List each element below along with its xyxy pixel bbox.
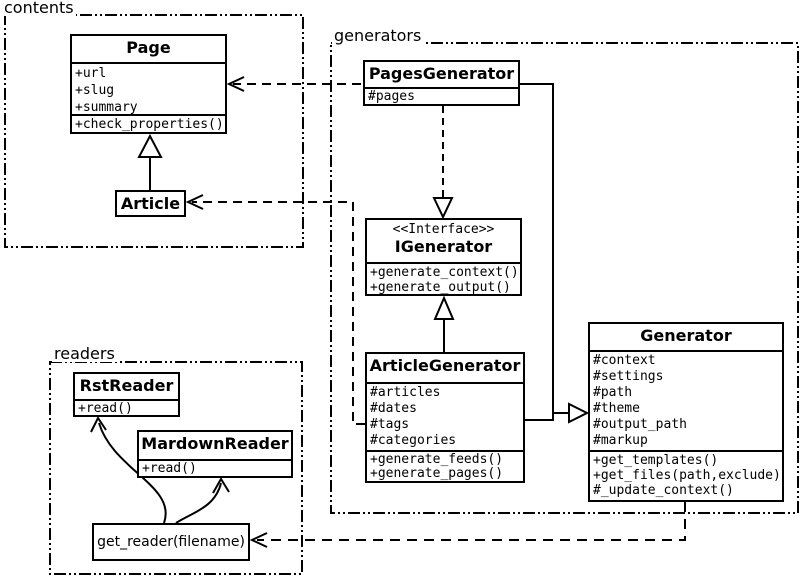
class-igenerator-methods: +generate_context() +generate_output() bbox=[367, 262, 520, 294]
articlegenerator-to-generator-line bbox=[525, 413, 554, 421]
method: +get_files(path,exclude) bbox=[593, 468, 781, 483]
attribute: #path bbox=[593, 385, 633, 400]
readers-package-border bbox=[49, 361, 303, 575]
method: #_update_context() bbox=[593, 483, 734, 498]
class-generator-methods: +get_templates() +get_files(path,exclude… bbox=[590, 450, 782, 500]
class-page-attributes: +url +slug +summary bbox=[72, 62, 225, 114]
method: +generate_pages() bbox=[370, 466, 504, 481]
class-articlegenerator-attributes: #articles #dates #tags #categories bbox=[367, 382, 523, 450]
generator-generalization-triangle-icon bbox=[568, 402, 590, 424]
attribute: #settings bbox=[593, 369, 664, 384]
class-page: Page +url +slug +summary +check_properti… bbox=[70, 34, 227, 134]
class-pagesgenerator: PagesGenerator #pages bbox=[363, 60, 520, 106]
class-page-title: Page bbox=[126, 38, 171, 57]
class-page-methods: +check_properties() bbox=[72, 114, 225, 132]
method: +read() bbox=[78, 401, 133, 416]
attribute: #tags bbox=[370, 417, 410, 432]
attribute: +url bbox=[75, 66, 107, 81]
method: +read() bbox=[142, 461, 197, 476]
class-article: Article bbox=[115, 190, 186, 217]
class-mardownreader-title: MardownReader bbox=[141, 434, 289, 453]
articlegenerator-to-igenerator-triangle-icon bbox=[433, 295, 455, 320]
attribute: #theme bbox=[593, 401, 640, 416]
class-rstreader: RstReader +read() bbox=[73, 372, 180, 417]
method: +generate_feeds() bbox=[370, 452, 504, 467]
article-to-page-triangle-icon bbox=[137, 133, 163, 158]
pagesgenerator-to-page-arrowhead-icon bbox=[226, 76, 245, 92]
method: +check_properties() bbox=[75, 117, 224, 132]
contents-package-label: contents bbox=[2, 0, 76, 17]
class-pagesgenerator-attributes: #pages bbox=[365, 87, 518, 104]
articlegenerator-to-article-dashed-line bbox=[192, 201, 365, 425]
getreader-to-rstreader-arrowhead-icon bbox=[90, 416, 107, 433]
attribute: #pages bbox=[368, 89, 415, 104]
attribute: #markup bbox=[593, 433, 648, 448]
method: +generate_output() bbox=[370, 280, 511, 294]
pagesgenerator-to-generator-line bbox=[520, 83, 569, 414]
attribute: #dates bbox=[370, 401, 417, 416]
class-igenerator-name: IGenerator bbox=[394, 237, 493, 256]
class-rstreader-methods: +read() bbox=[75, 399, 178, 415]
class-pagesgenerator-title: PagesGenerator bbox=[368, 64, 515, 83]
class-mardownreader: MardownReader +read() bbox=[137, 430, 293, 478]
class-igenerator: <<Interface>> IGenerator +generate_conte… bbox=[365, 218, 522, 296]
class-generator-attributes: #context #settings #path #theme #output_… bbox=[590, 350, 782, 450]
articlegenerator-to-article-arrowhead-icon bbox=[185, 194, 204, 210]
method: +get_templates() bbox=[593, 453, 719, 468]
attribute: #context bbox=[593, 353, 656, 368]
generator-to-getreader-dashed-line bbox=[257, 502, 686, 541]
contents-package-border bbox=[4, 14, 304, 248]
generators-package-border bbox=[330, 42, 799, 514]
attribute: #articles bbox=[370, 385, 441, 400]
generator-to-getreader-arrowhead-icon bbox=[249, 532, 268, 548]
getreader-to-mardownreader-curve bbox=[175, 482, 222, 524]
class-articlegenerator-title: ArticleGenerator bbox=[369, 356, 521, 375]
getreader-to-mardownreader-arrowhead-icon bbox=[212, 477, 230, 494]
class-articlegenerator: ArticleGenerator #articles #dates #tags … bbox=[365, 352, 525, 483]
generators-package-label: generators bbox=[332, 26, 424, 45]
class-mardownreader-methods: +read() bbox=[139, 459, 291, 476]
class-igenerator-title: <<Interface>> IGenerator bbox=[367, 220, 520, 262]
get-reader-label: get_reader(filename) bbox=[97, 534, 245, 550]
class-generator-title: Generator bbox=[640, 326, 732, 345]
readers-package-label: readers bbox=[52, 344, 117, 363]
class-article-title: Article bbox=[120, 194, 181, 213]
class-igenerator-stereotype: <<Interface>> bbox=[392, 222, 495, 237]
pagesgenerator-to-igenerator-triangle-icon bbox=[432, 197, 454, 220]
attribute: +summary bbox=[75, 100, 138, 114]
class-articlegenerator-methods: +generate_feeds() +generate_pages() bbox=[367, 450, 523, 481]
get-reader-box: get_reader(filename) bbox=[92, 523, 250, 561]
attribute: #categories bbox=[370, 433, 457, 448]
method: +generate_context() bbox=[370, 265, 519, 280]
class-rstreader-title: RstReader bbox=[79, 376, 174, 395]
class-generator: Generator #context #settings #path #them… bbox=[588, 322, 784, 502]
attribute: #output_path bbox=[593, 417, 687, 432]
attribute: +slug bbox=[75, 83, 115, 98]
